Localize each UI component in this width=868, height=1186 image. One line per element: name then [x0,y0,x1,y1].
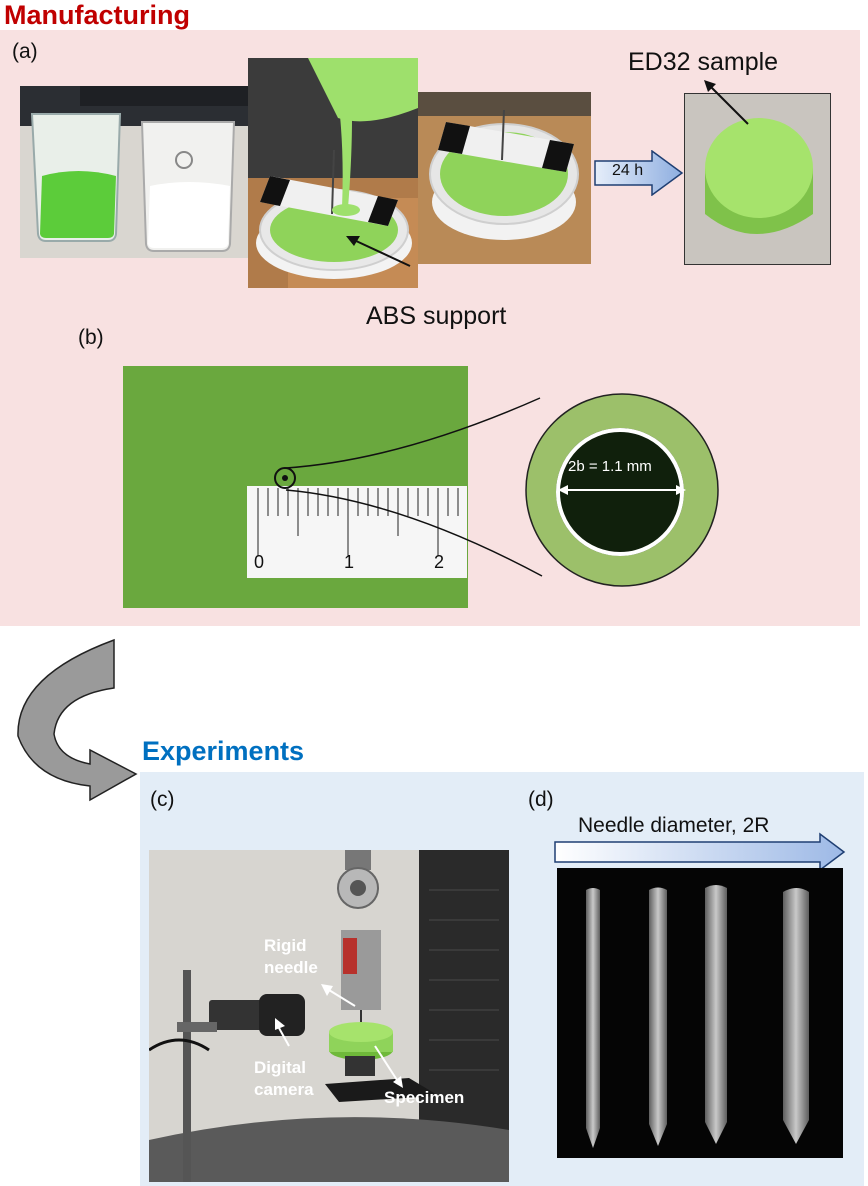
panel-d-label: (d) [528,788,554,811]
needle-diameter-arrow [554,832,846,872]
mold-photo [418,92,591,264]
digital-camera-label-1: Digital [254,1058,306,1077]
panel-c-label: (c) [150,788,175,811]
abs-support-pointer [346,236,411,267]
needles-photo [557,868,843,1158]
ruler-tick-0: 0 [254,552,265,572]
zoom-connector-lines [285,397,543,577]
beakers-photo [20,86,248,258]
ruler-photo [123,366,468,608]
cure-time-arrow [594,150,684,196]
pouring-photo [248,58,418,288]
hole-diameter-label: 2b = 1.1 mm [568,458,652,475]
ed32-sample-pointer [704,80,749,125]
ed32-sample-photo [684,93,831,265]
abs-support-label: ABS support [366,302,507,330]
cure-time-label: 24 h [612,162,644,179]
setup-pointer-arrows [275,984,403,1088]
setup-photo [149,850,509,1182]
needle-diameter-label: Needle diameter, 2R [578,814,770,837]
digital-camera-label-2: camera [254,1080,314,1099]
hole-zoom-circle [525,393,719,587]
panel-a-label: (a) [12,40,38,63]
rigid-needle-label-1: Rigid [264,936,307,955]
ruler-tick-1: 1 [344,552,355,572]
experiments-title: Experiments [142,736,305,766]
manufacturing-title: Manufacturing [4,0,190,30]
ruler-tick-2: 2 [434,552,445,572]
transition-arrow [17,638,138,802]
specimen-label: Specimen [384,1088,465,1107]
rigid-needle-label-2: needle [264,958,318,977]
ed32-sample-label: ED32 sample [628,48,779,76]
panel-b-label: (b) [78,326,104,349]
